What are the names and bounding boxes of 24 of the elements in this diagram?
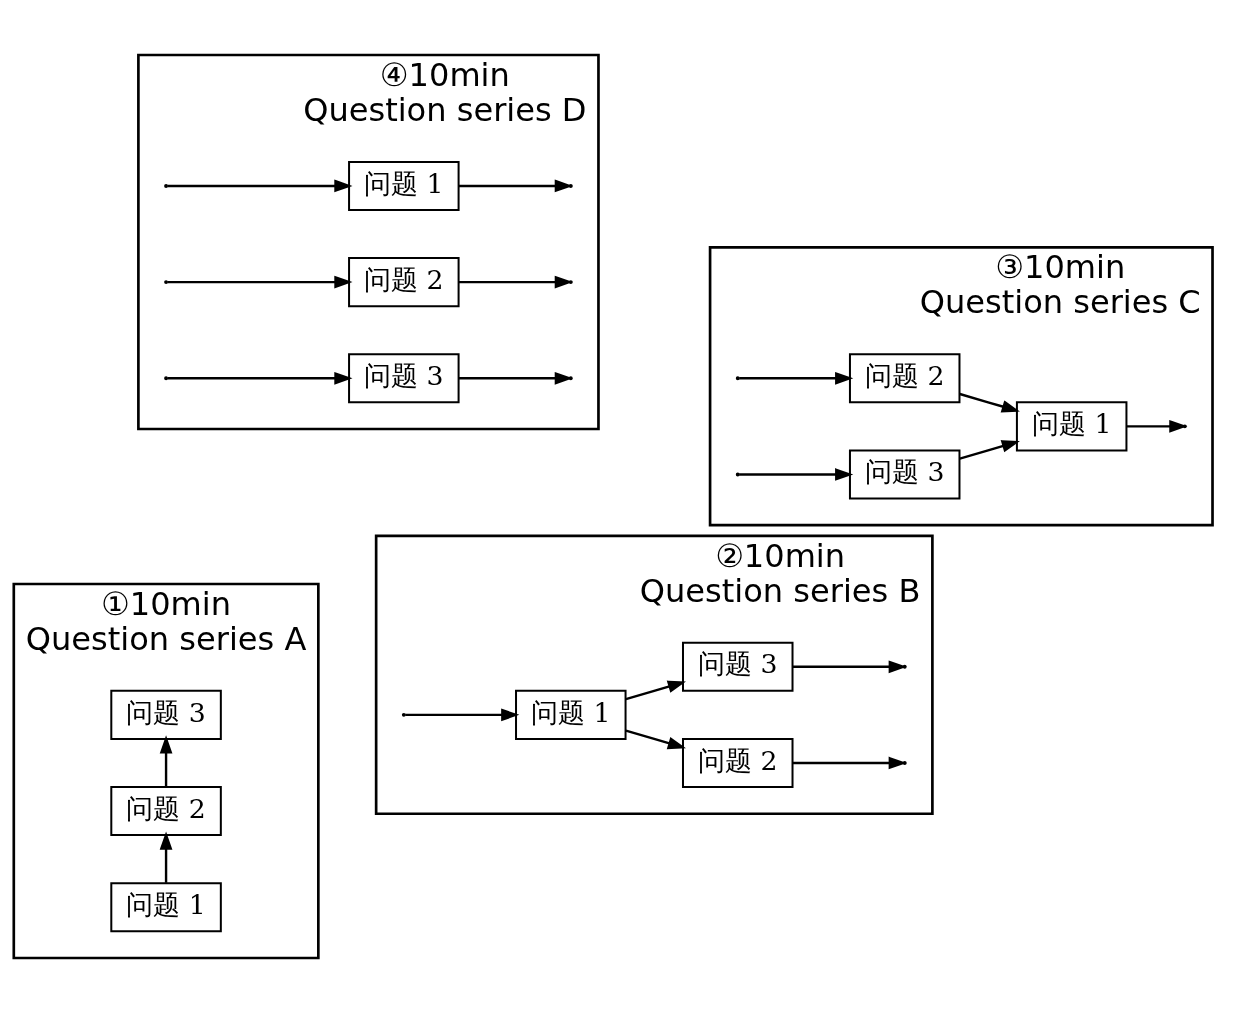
arrow <box>167 371 353 385</box>
node-box: 问题 3 <box>348 353 460 404</box>
arrow <box>167 275 353 289</box>
arrow <box>739 371 854 385</box>
node-box: 问题 3 <box>110 689 222 740</box>
node-box: 问题 2 <box>110 786 222 837</box>
node-box: 问题 3 <box>848 449 961 500</box>
node-box: 问题 1 <box>515 689 627 740</box>
arrow <box>159 831 173 883</box>
node-box: 问题 1 <box>348 160 460 211</box>
node-box: 问题 3 <box>682 641 794 692</box>
node-box: 问题 2 <box>682 737 794 788</box>
arrow <box>167 179 353 193</box>
arrow <box>739 468 854 481</box>
node-box: 问题 1 <box>1015 401 1128 452</box>
arrow <box>959 392 1020 413</box>
arrow <box>159 735 173 787</box>
arrow <box>959 440 1020 460</box>
arrow <box>625 729 686 750</box>
arrow <box>405 708 520 722</box>
node-box: 问题 2 <box>348 257 460 308</box>
node-box: 问题 1 <box>110 882 222 933</box>
node-box: 问题 2 <box>848 353 961 404</box>
arrow <box>625 680 686 701</box>
